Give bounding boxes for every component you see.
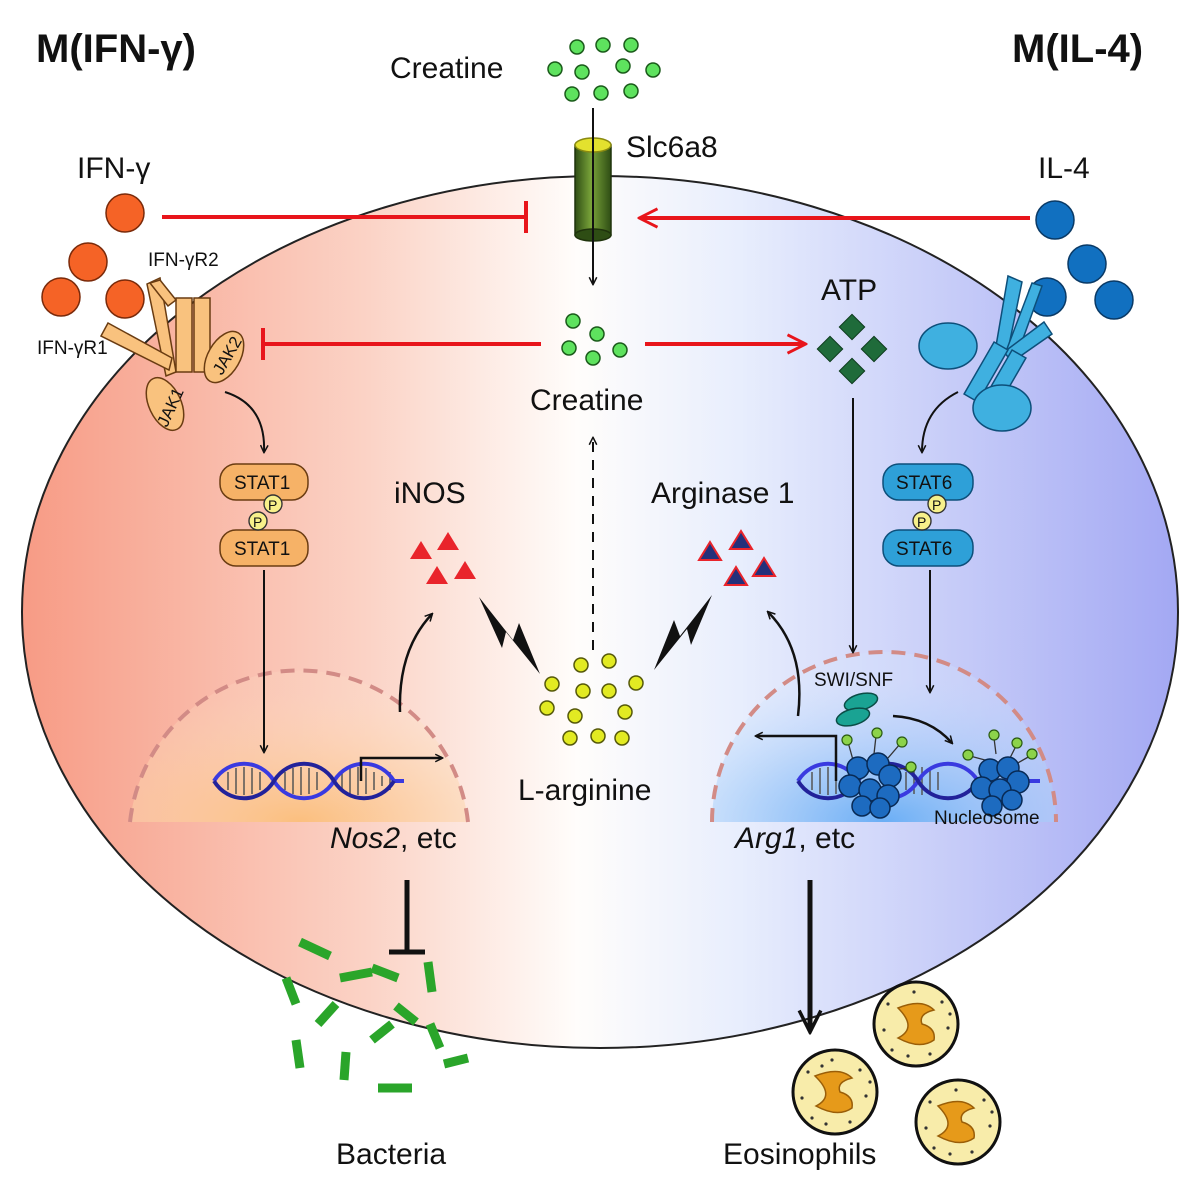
label-stat1-top: STAT1	[234, 473, 290, 494]
arg1-transcription-start-arrow	[756, 736, 838, 781]
nos2-gene-name: Nos2	[330, 822, 400, 855]
label-nos2-genes: Nos2, etc	[330, 822, 457, 855]
nucleosome-right-icon	[962, 729, 1038, 817]
nos2-transcription-start-arrow	[359, 758, 442, 781]
arginase-consumes-larginine-lightning-icon	[654, 595, 712, 670]
label-atp: ATP	[821, 274, 877, 307]
label-stat6-top: STAT6	[896, 473, 952, 494]
nos2-to-inos-arrow	[398, 614, 432, 713]
label-larginine: L-arginine	[518, 774, 651, 807]
il4-receptor-icon	[918, 274, 1054, 432]
ifng-receptor-icon	[99, 276, 245, 432]
label-eosinophils: Eosinophils	[723, 1138, 876, 1171]
inos-consumes-larginine-lightning-icon	[479, 597, 540, 674]
label-arginase1: Arginase 1	[651, 477, 794, 510]
eosinophil-cell-1-icon	[791, 1048, 879, 1136]
arginase1-enzyme-icon	[697, 529, 777, 586]
stat6-dimer-icon	[882, 463, 974, 567]
label-il4: IL-4	[1038, 152, 1090, 185]
arg1-to-arginase-arrow	[768, 612, 801, 717]
label-ifngr1: IFN-γR1	[37, 338, 108, 359]
stat1-dimer-icon	[219, 463, 309, 567]
label-arg1-genes: Arg1, etc	[733, 822, 855, 855]
label-bacteria: Bacteria	[336, 1138, 446, 1171]
nucleosome-left-icon	[838, 727, 917, 819]
label-creatine-extracellular: Creatine	[390, 52, 503, 85]
larginine-molecule-icon	[539, 653, 644, 746]
swi-snf-remodeling-arrow	[892, 714, 952, 743]
label-ifngr2: IFN-γR2	[148, 250, 219, 271]
arg1-gene-name: Arg1	[733, 822, 798, 855]
label-phospho-stat6-a: P	[932, 497, 941, 513]
bacteria-icon	[281, 937, 470, 1093]
label-phospho-stat1-b: P	[253, 514, 262, 530]
arg1-suffix: , etc	[798, 822, 855, 855]
label-phospho-stat6-b: P	[917, 514, 926, 530]
nos2-dna-helix-icon	[212, 761, 404, 801]
inos-enzyme-icon	[410, 532, 476, 584]
label-slc6a8: Slc6a8	[626, 131, 718, 164]
eosinophil-cell-3-icon	[914, 1078, 1002, 1166]
creatine-intracellular-icon	[561, 313, 628, 366]
label-stat1-bottom: STAT1	[234, 539, 290, 560]
heading-m-il4: M(IL-4)	[1012, 27, 1143, 71]
eosinophil-cell-2-icon	[872, 980, 960, 1068]
label-phospho-stat1-a: P	[268, 497, 277, 513]
ifng-cytokine-icon	[41, 193, 145, 319]
label-swi-snf: SWI/SNF	[814, 670, 893, 691]
label-stat6-bottom: STAT6	[896, 539, 952, 560]
jak-to-stat1-arrow	[224, 391, 264, 452]
label-ifng: IFN-γ	[77, 152, 150, 185]
il4-cytokine-icon	[1027, 200, 1134, 320]
label-inos: iNOS	[394, 477, 466, 510]
label-nucleosome: Nucleosome	[934, 808, 1040, 829]
heading-m-ifng: M(IFN-γ)	[36, 27, 196, 71]
creatine-extracellular-icon	[547, 37, 661, 102]
swi-snf-complex-icon	[835, 692, 879, 727]
il4r-to-stat6-arrow	[922, 391, 959, 452]
atp-molecule-icon	[816, 313, 888, 385]
label-creatine-intracellular: Creatine	[530, 384, 643, 417]
nos2-suffix: , etc	[400, 822, 457, 855]
